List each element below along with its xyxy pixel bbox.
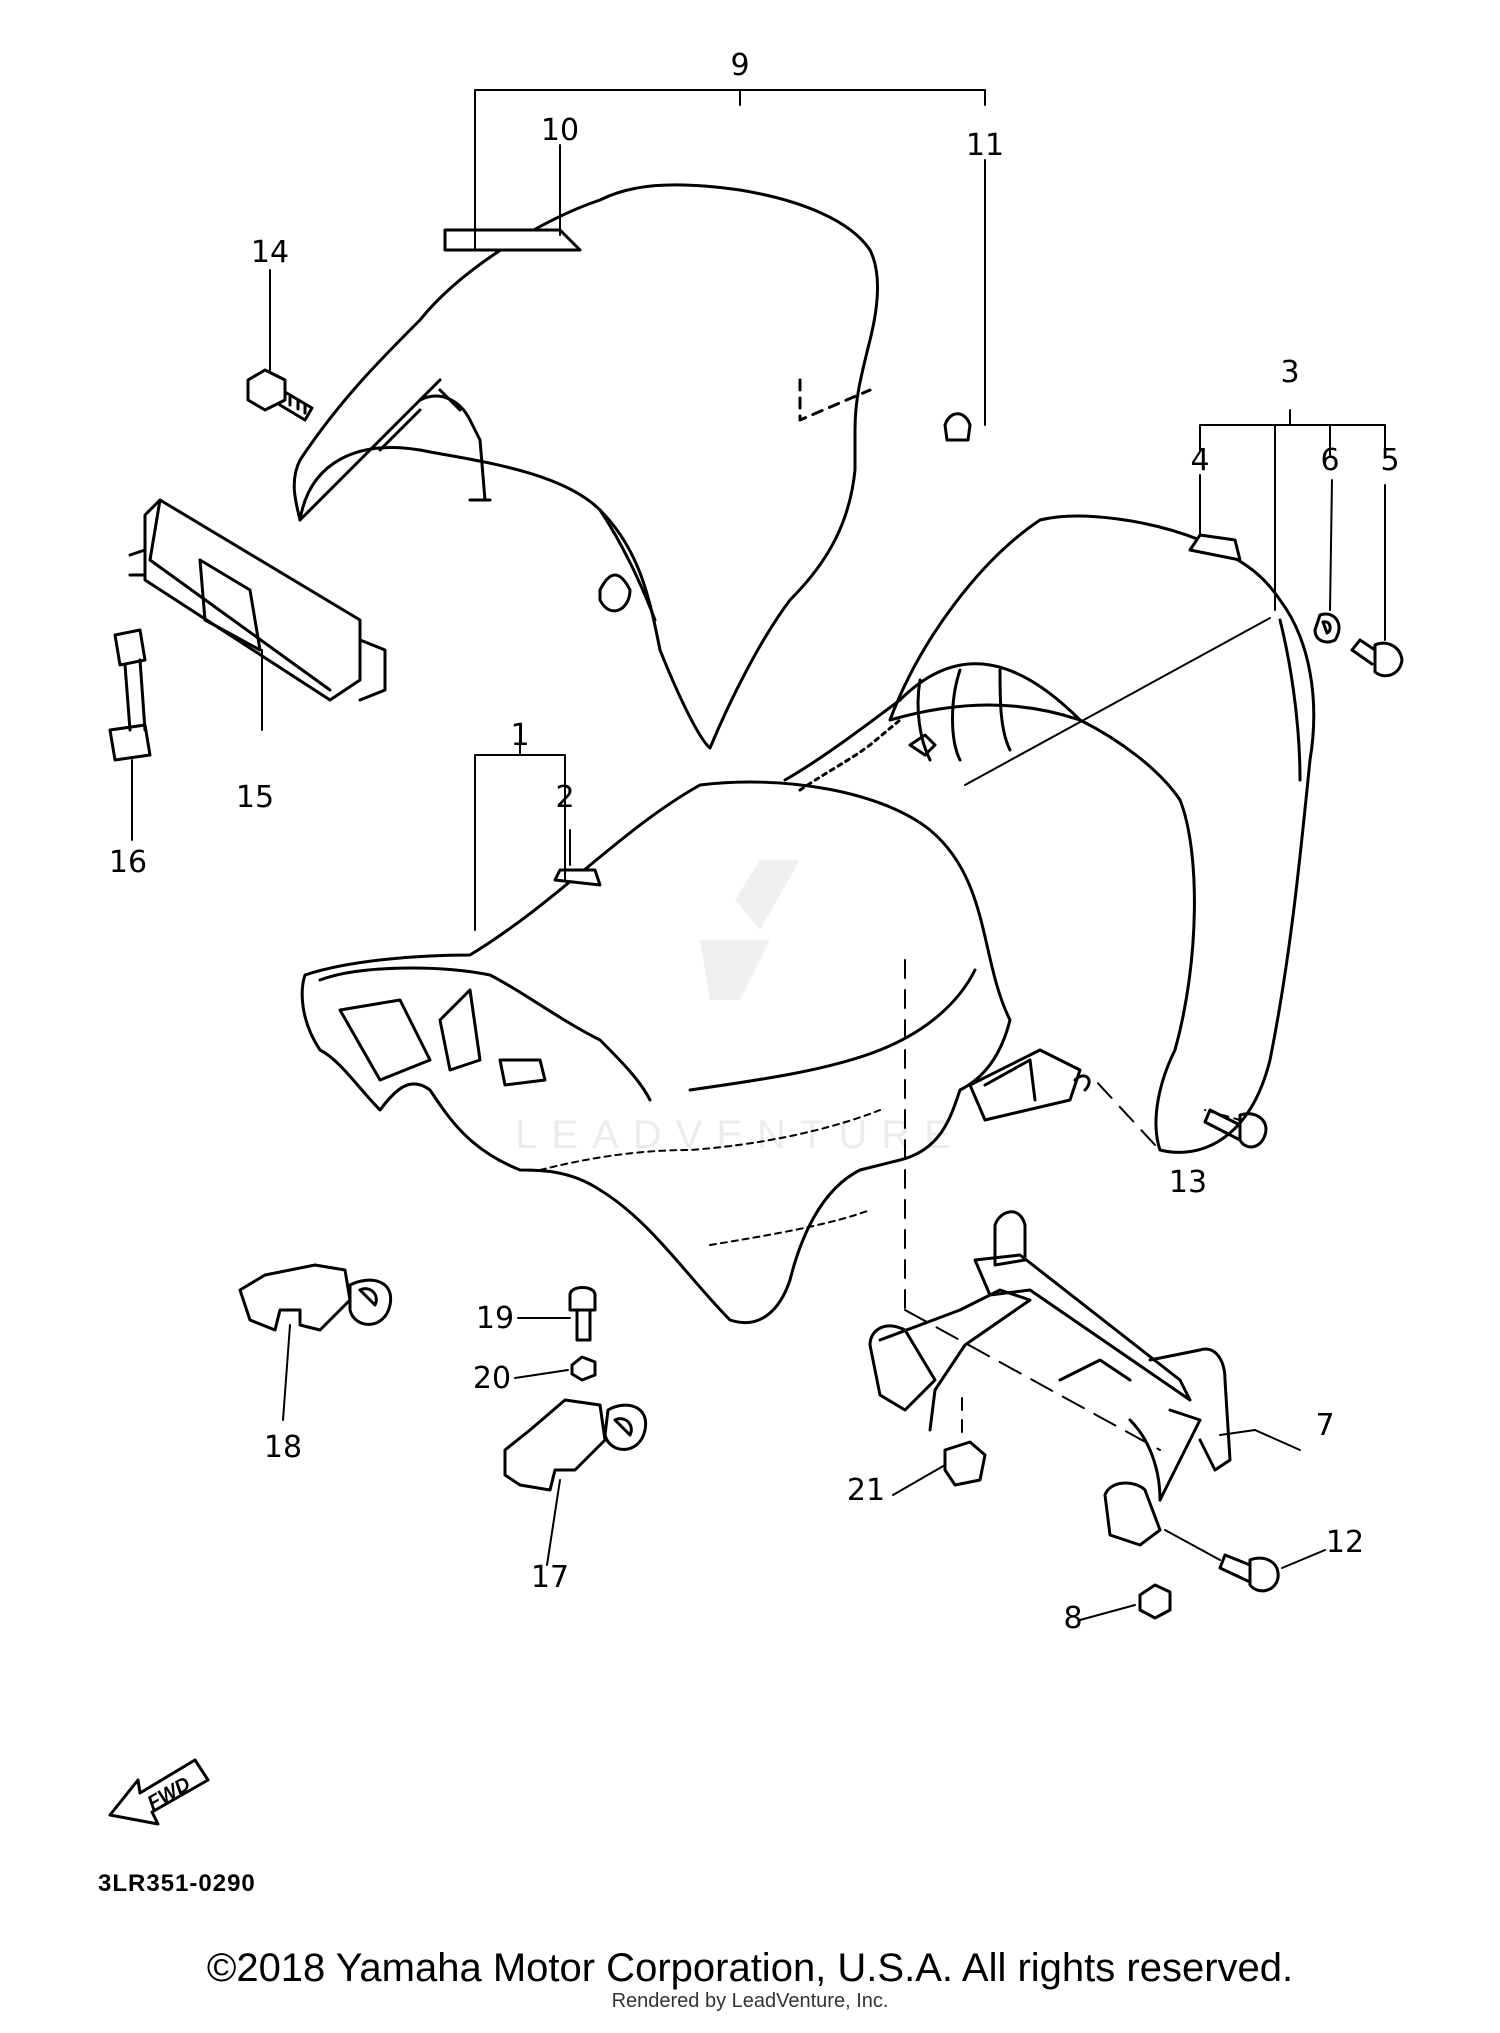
bracket-part <box>128 498 387 702</box>
watermark-text: LEADVENTURE <box>515 1113 965 1157</box>
bolt-5 <box>1350 638 1404 678</box>
callout-2: 2 <box>555 780 574 815</box>
callout-10: 10 <box>541 113 579 148</box>
fwd-arrow-icon: FWD <box>108 1758 210 1826</box>
callout-18: 18 <box>264 1430 302 1465</box>
callout-6: 6 <box>1320 443 1339 478</box>
callout-4: 4 <box>1190 443 1209 478</box>
bolt-12 <box>1218 1553 1280 1593</box>
callout-13: 13 <box>1169 1165 1207 1200</box>
callout-8: 8 <box>1063 1601 1082 1636</box>
leader-lines <box>131 89 1386 1621</box>
callout-16: 16 <box>109 845 147 880</box>
callout-7: 7 <box>1315 1408 1334 1443</box>
bolt-19 <box>568 1286 597 1342</box>
callout-19: 19 <box>476 1301 514 1336</box>
callout-11: 11 <box>966 128 1004 163</box>
seat-cover-part <box>783 514 1316 1154</box>
callout-17: 17 <box>531 1560 569 1595</box>
callout-1: 1 <box>510 718 529 753</box>
damper-21 <box>943 1440 987 1487</box>
nut-20 <box>570 1355 597 1382</box>
callout-21: 21 <box>847 1473 885 1508</box>
callout-9: 9 <box>730 48 749 83</box>
front-seat-part <box>300 780 1091 1325</box>
callout-14: 14 <box>251 235 289 270</box>
washer-6 <box>1313 612 1341 644</box>
bracket-18 <box>238 1263 393 1332</box>
rendered-by-text: Rendered by LeadVenture, Inc. <box>611 1990 889 2012</box>
strap-part <box>108 628 152 762</box>
reference-code: 3LR351-0290 <box>98 1870 256 1897</box>
callout-12: 12 <box>1326 1525 1364 1560</box>
callout-3: 3 <box>1280 355 1299 390</box>
seat-frame-part <box>868 1210 1232 1547</box>
callouts: 9 10 11 14 3 4 6 5 1 2 15 16 13 19 20 18… <box>109 48 1400 1636</box>
bolt-14 <box>246 368 314 422</box>
callout-20: 20 <box>473 1361 511 1396</box>
copyright-text: ©2018 Yamaha Motor Corporation, U.S.A. A… <box>206 1946 1294 1990</box>
bracket-17 <box>503 1398 648 1492</box>
callout-5: 5 <box>1380 443 1399 478</box>
bolt-13 <box>1203 1108 1268 1149</box>
rear-seat-part <box>292 183 972 750</box>
leadventure-watermark: LEADVENTURE <box>515 860 965 1157</box>
callout-15: 15 <box>236 780 274 815</box>
nut-8 <box>1138 1583 1172 1620</box>
